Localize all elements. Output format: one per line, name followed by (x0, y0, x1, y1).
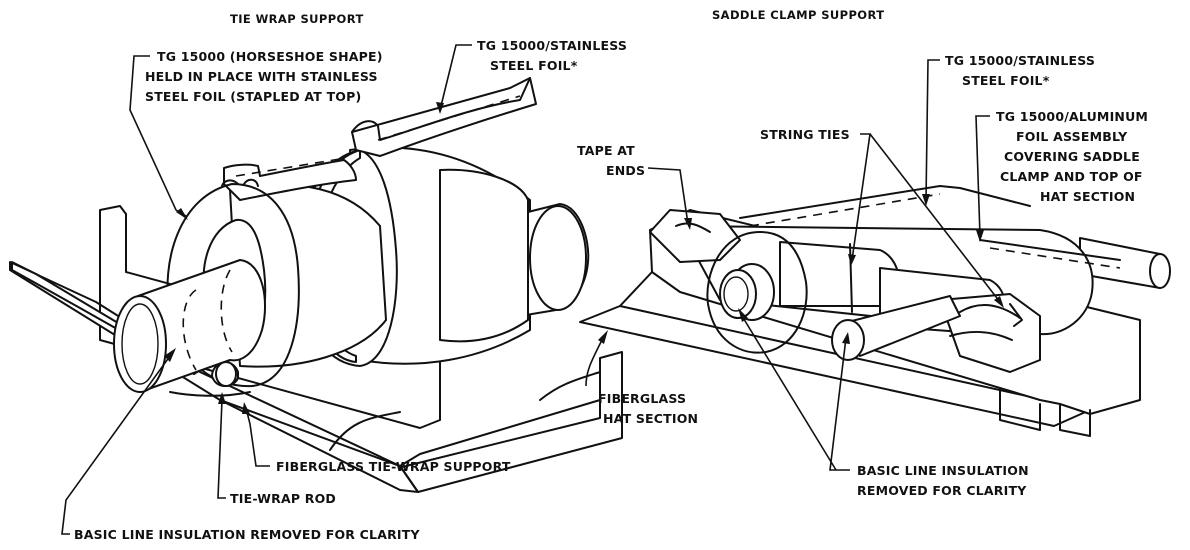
label-right-insulation-removed-2: REMOVED FOR CLARITY (857, 483, 1027, 498)
label-fiberglass-hat-2: HAT SECTION (603, 411, 699, 426)
label-left-insulation-removed: BASIC LINE INSULATION REMOVED FOR CLARIT… (74, 527, 420, 542)
left-leaders (61, 44, 472, 535)
label-tie-wrap-support: FIBERGLASS TIE-WRAP SUPPORT (276, 459, 511, 474)
label-tape-at-ends-1: TAPE AT (577, 143, 635, 158)
label-tie-wrap-rod: TIE-WRAP ROD (230, 491, 336, 506)
saddle-clamp-support-title: SADDLE CLAMP SUPPORT (712, 8, 885, 22)
label-stainless-foil-right-2: STEEL FOIL* (962, 73, 1050, 88)
tape-at-end (649, 209, 741, 263)
label-stainless-foil-left-2: STEEL FOIL* (490, 58, 578, 73)
label-string-ties: STRING TIES (760, 127, 850, 142)
saddle-clamp-support-drawing (579, 185, 1171, 437)
label-stainless-foil-right-1: TG 15000/STAINLESS (945, 53, 1096, 68)
tie-wrap-support-title: TIE WRAP SUPPORT (230, 12, 364, 26)
label-horseshoe-line-3: STEEL FOIL (STAPLED AT TOP) (145, 89, 362, 104)
right-insulation-end (706, 231, 808, 354)
tie-wrap-support-drawing (9, 77, 623, 493)
label-aluminum-foil-3: COVERING SADDLE (1004, 149, 1140, 164)
label-fiberglass-hat-1: FIBERGLASS (598, 391, 687, 406)
horseshoe-insulation (166, 183, 300, 388)
far-foil-flange (351, 77, 537, 157)
label-horseshoe-line-1: TG 15000 (HORSESHOE SHAPE) (157, 49, 383, 64)
label-aluminum-foil-2: FOIL ASSEMBLY (1016, 129, 1128, 144)
right-leaders (585, 59, 1004, 471)
label-stainless-foil-left-1: TG 15000/STAINLESS (477, 38, 628, 53)
label-aluminum-foil-4: CLAMP AND TOP OF (1000, 169, 1143, 184)
label-tape-at-ends-2: ENDS (606, 163, 646, 178)
label-right-insulation-removed-1: BASIC LINE INSULATION (857, 463, 1029, 478)
label-horseshoe-line-2: HELD IN PLACE WITH STAINLESS (145, 69, 378, 84)
pipe-left-opening (113, 295, 167, 393)
label-aluminum-foil-1: TG 15000/ALUMINUM (996, 109, 1149, 124)
label-aluminum-foil-5: HAT SECTION (1040, 189, 1136, 204)
